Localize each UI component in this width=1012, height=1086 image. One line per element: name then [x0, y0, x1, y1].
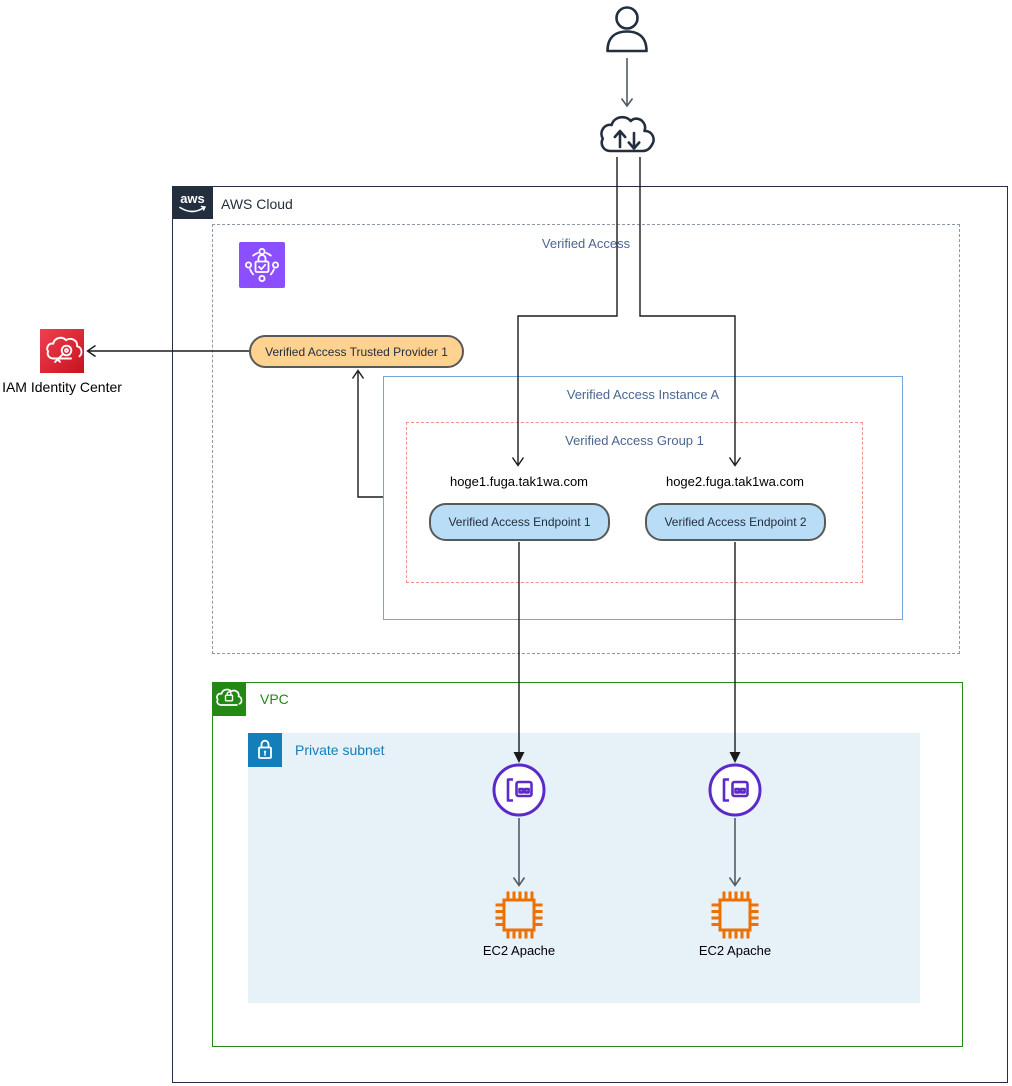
private-subnet-lock-icon	[248, 733, 282, 767]
ec2-instance-icon	[493, 889, 545, 941]
private-subnet-frame	[248, 733, 920, 1003]
trusted-provider-node: Verified Access Trusted Provider 1	[249, 335, 464, 368]
private-subnet-label: Private subnet	[295, 742, 385, 758]
aws-logo: aws	[172, 186, 213, 219]
aws-logo-text: aws	[180, 191, 205, 206]
aws-cloud-label: AWS Cloud	[221, 196, 293, 212]
network-interface-icon	[491, 762, 547, 818]
ec2-apache-1-label: EC2 Apache	[482, 943, 556, 958]
aws-cloud-frame	[172, 186, 1008, 1083]
vpc-icon	[212, 682, 246, 716]
internet-cloud-icon	[597, 110, 657, 160]
iam-identity-center-icon	[40, 329, 84, 373]
endpoint-1-dns-label: hoge1.fuga.tak1wa.com	[449, 474, 589, 489]
vpc-frame	[212, 682, 963, 1047]
ec2-instance-icon	[709, 889, 761, 941]
verified-access-group-label: Verified Access Group 1	[565, 433, 704, 448]
verified-access-frame	[212, 224, 960, 654]
vpc-label: VPC	[260, 691, 289, 707]
verified-access-group-frame	[406, 422, 863, 583]
endpoint-2-dns-label: hoge2.fuga.tak1wa.com	[665, 474, 805, 489]
verified-access-icon	[239, 242, 285, 288]
ec2-apache-2-label: EC2 Apache	[698, 943, 772, 958]
verified-access-endpoint-1-node: Verified Access Endpoint 1	[429, 503, 610, 541]
verified-access-endpoint-2-node: Verified Access Endpoint 2	[645, 503, 826, 541]
user-icon	[600, 4, 654, 58]
iam-identity-center-label: IAM Identity Center	[2, 379, 122, 395]
verified-access-instance-label: Verified Access Instance A	[566, 387, 720, 402]
network-interface-icon	[707, 762, 763, 818]
verified-access-instance-frame	[383, 376, 903, 620]
verified-access-label: Verified Access	[541, 236, 631, 251]
